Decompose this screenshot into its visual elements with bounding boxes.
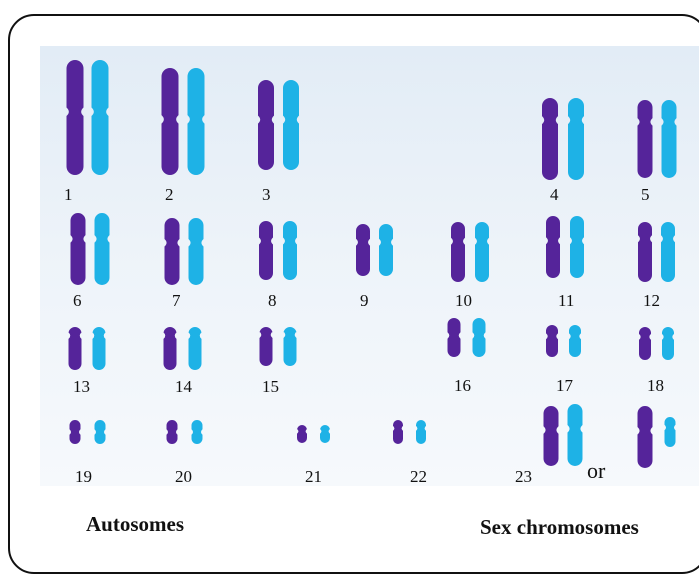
label-23: 23 <box>515 468 532 485</box>
chromosome-y <box>665 417 676 447</box>
chromosome-11-maternal <box>546 216 560 278</box>
chromosome-1-maternal <box>67 60 84 175</box>
chromosome-1-paternal <box>92 60 109 175</box>
chromosome-16-maternal <box>448 318 461 357</box>
label-5: 5 <box>641 186 650 203</box>
chromosome-19-maternal <box>70 420 81 444</box>
chromosome-9-maternal <box>356 224 370 276</box>
chromosome-2-maternal <box>162 68 179 175</box>
chromosome-8-maternal <box>259 221 273 280</box>
label-15: 15 <box>262 378 279 395</box>
label-4: 4 <box>550 186 559 203</box>
label-8: 8 <box>268 292 277 309</box>
chromosome-x-paternal <box>568 404 583 466</box>
label-14: 14 <box>175 378 192 395</box>
chromosome-16-paternal <box>473 318 486 357</box>
chromosome-14-maternal <box>164 327 177 370</box>
label-11: 11 <box>558 292 574 309</box>
autosomes-caption: Autosomes <box>86 514 184 535</box>
chromosome-5-paternal <box>662 100 677 178</box>
label-6: 6 <box>73 292 82 309</box>
chromosome-19-paternal <box>95 420 106 444</box>
chromosome-6-paternal <box>95 213 110 285</box>
label-21: 21 <box>305 468 322 485</box>
label-17: 17 <box>556 377 573 394</box>
chromosome-15-maternal <box>260 327 273 366</box>
label-2: 2 <box>165 186 174 203</box>
label-18: 18 <box>647 377 664 394</box>
label-10: 10 <box>455 292 472 309</box>
chromosome-x-maternal <box>544 406 559 466</box>
label-13: 13 <box>73 378 90 395</box>
label-7: 7 <box>172 292 181 309</box>
sex-chromosomes-caption: Sex chromosomes <box>480 517 639 538</box>
chromosome-10-paternal <box>475 222 489 282</box>
or-text: or <box>587 460 605 482</box>
chromosome-4-paternal <box>568 98 584 180</box>
label-1: 1 <box>64 186 73 203</box>
label-20: 20 <box>175 468 192 485</box>
chromosome-18-paternal <box>662 327 674 360</box>
chromosome-14-paternal <box>189 327 202 370</box>
chromosome-17-maternal <box>546 325 558 357</box>
chromosome-13-paternal <box>93 327 106 370</box>
chromosome-21-paternal <box>320 425 330 443</box>
chromosome-21-maternal <box>297 425 307 443</box>
chromosome-3-maternal <box>258 80 274 170</box>
chromosome-x-male <box>638 406 653 468</box>
chromosome-10-maternal <box>451 222 465 282</box>
label-3: 3 <box>262 186 271 203</box>
chromosome-9-paternal <box>379 224 393 276</box>
label-9: 9 <box>360 292 369 309</box>
label-22: 22 <box>410 468 427 485</box>
chromosome-4-maternal <box>542 98 558 180</box>
chromosome-5-maternal <box>638 100 653 178</box>
chromosome-6-maternal <box>71 213 86 285</box>
chromosome-18-maternal <box>639 327 651 360</box>
chromosome-15-paternal <box>284 327 297 366</box>
chromosome-7-paternal <box>189 218 204 285</box>
label-16: 16 <box>454 377 471 394</box>
label-12: 12 <box>643 292 660 309</box>
chromosome-3-paternal <box>283 80 299 170</box>
chromosome-22-paternal <box>416 420 426 444</box>
chromosome-13-maternal <box>69 327 82 370</box>
chromosome-20-paternal <box>192 420 203 444</box>
chromosome-12-maternal <box>638 222 652 282</box>
chromosome-7-maternal <box>165 218 180 285</box>
chromosome-11-paternal <box>570 216 584 278</box>
chromosome-20-maternal <box>167 420 178 444</box>
chromosome-8-paternal <box>283 221 297 280</box>
label-19: 19 <box>75 468 92 485</box>
chromosome-12-paternal <box>661 222 675 282</box>
chromosome-22-maternal <box>393 420 403 444</box>
chromosome-17-paternal <box>569 325 581 357</box>
chromosome-2-paternal <box>188 68 205 175</box>
